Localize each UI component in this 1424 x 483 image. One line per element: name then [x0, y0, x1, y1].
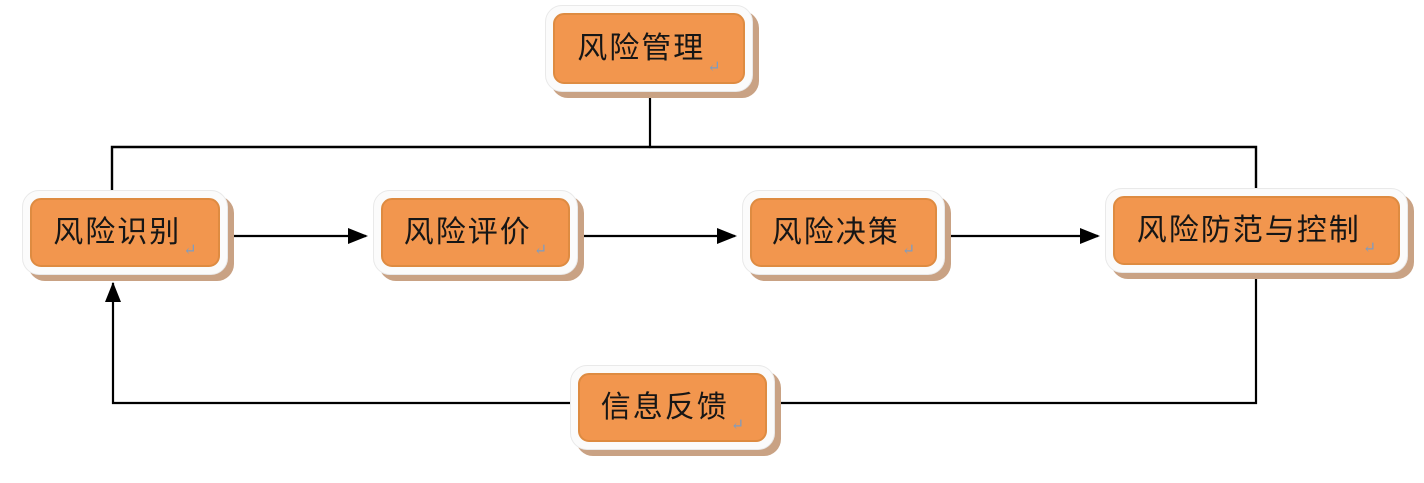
node-risk-management[interactable]: 风险管理 ↵: [545, 5, 753, 92]
paragraph-mark-icon: ↵: [901, 242, 916, 259]
paragraph-mark-icon: ↵: [730, 417, 745, 434]
node-label: 风险识别: [53, 215, 182, 249]
node-risk-management-shape: 风险管理 ↵: [553, 13, 745, 84]
connector-top-rail: [110, 145, 1258, 193]
node-label: 信息反馈: [600, 390, 729, 424]
node-risk-identification[interactable]: 风险识别 ↵: [22, 190, 228, 275]
node-information-feedback[interactable]: 信息反馈 ↵: [570, 365, 775, 450]
node-label: 风险管理: [577, 31, 706, 65]
node-label: 风险评价: [403, 215, 532, 249]
node-risk-prevention-control-shape: 风险防范与控制 ↵: [1113, 196, 1400, 265]
node-information-feedback-shape: 信息反馈 ↵: [578, 373, 767, 442]
connector-bottom-rail-right: [775, 270, 1258, 405]
node-label: 风险决策: [771, 215, 900, 249]
paragraph-mark-icon: ↵: [707, 59, 721, 76]
node-risk-decision-shape: 风险决策 ↵: [750, 198, 937, 267]
paragraph-mark-icon: ↵: [533, 242, 548, 259]
paragraph-mark-icon: ↵: [183, 242, 197, 259]
node-risk-decision[interactable]: 风险决策 ↵: [742, 190, 945, 275]
node-label: 风险防范与控制: [1136, 213, 1361, 247]
node-risk-evaluation[interactable]: 风险评价 ↵: [373, 190, 578, 275]
connector-bottom-rail-left: [105, 282, 571, 405]
node-risk-evaluation-shape: 风险评价 ↵: [381, 198, 570, 267]
node-risk-prevention-control[interactable]: 风险防范与控制 ↵: [1105, 188, 1408, 273]
node-risk-identification-shape: 风险识别 ↵: [30, 198, 220, 267]
paragraph-mark-icon: ↵: [1362, 240, 1377, 257]
